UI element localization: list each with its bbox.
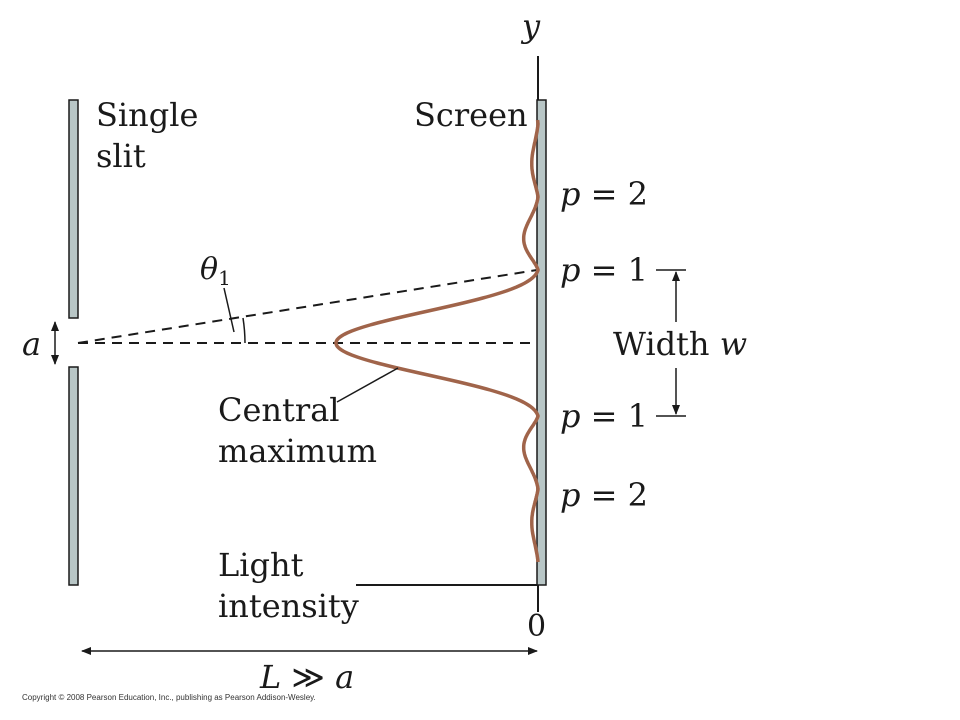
slit-width-label: a [22,325,41,363]
theta-angle-arc [242,317,246,344]
light-intensity-label-line2: intensity [218,587,359,625]
single-slit-label-line2: slit [96,137,146,175]
central-max-leader [336,367,399,403]
order-label-p1-bottom: p = 1 [560,397,648,435]
slit-barrier-upper [68,99,79,319]
screen-plate [536,99,547,586]
intensity-curve [334,119,540,563]
origin-label: 0 [527,609,546,644]
width-label: Width w [613,325,747,363]
theta-leader-line [223,287,235,333]
order-label-p2-bottom: p = 2 [560,476,648,514]
single-slit-label-line1: Single [96,96,198,134]
central-max-label-line1: Central [218,391,340,429]
order-label-p1-top: p = 1 [560,251,648,289]
y-axis-label: y [520,7,541,45]
distance-label: L ≫ a [259,658,354,696]
first-minimum-ray-dashed [77,269,538,344]
central-max-label-line2: maximum [218,432,377,470]
theta-symbol: θ [200,252,218,287]
theta-label: θ1 [200,252,231,290]
light-intensity-label-line1: Light [218,546,304,584]
slit-barrier-lower [68,366,79,586]
copyright-notice: Copyright © 2008 Pearson Education, Inc.… [22,693,316,702]
order-label-p2-top: p = 2 [560,175,648,213]
theta-subscript: 1 [218,266,231,290]
screen-label: Screen [414,96,528,134]
